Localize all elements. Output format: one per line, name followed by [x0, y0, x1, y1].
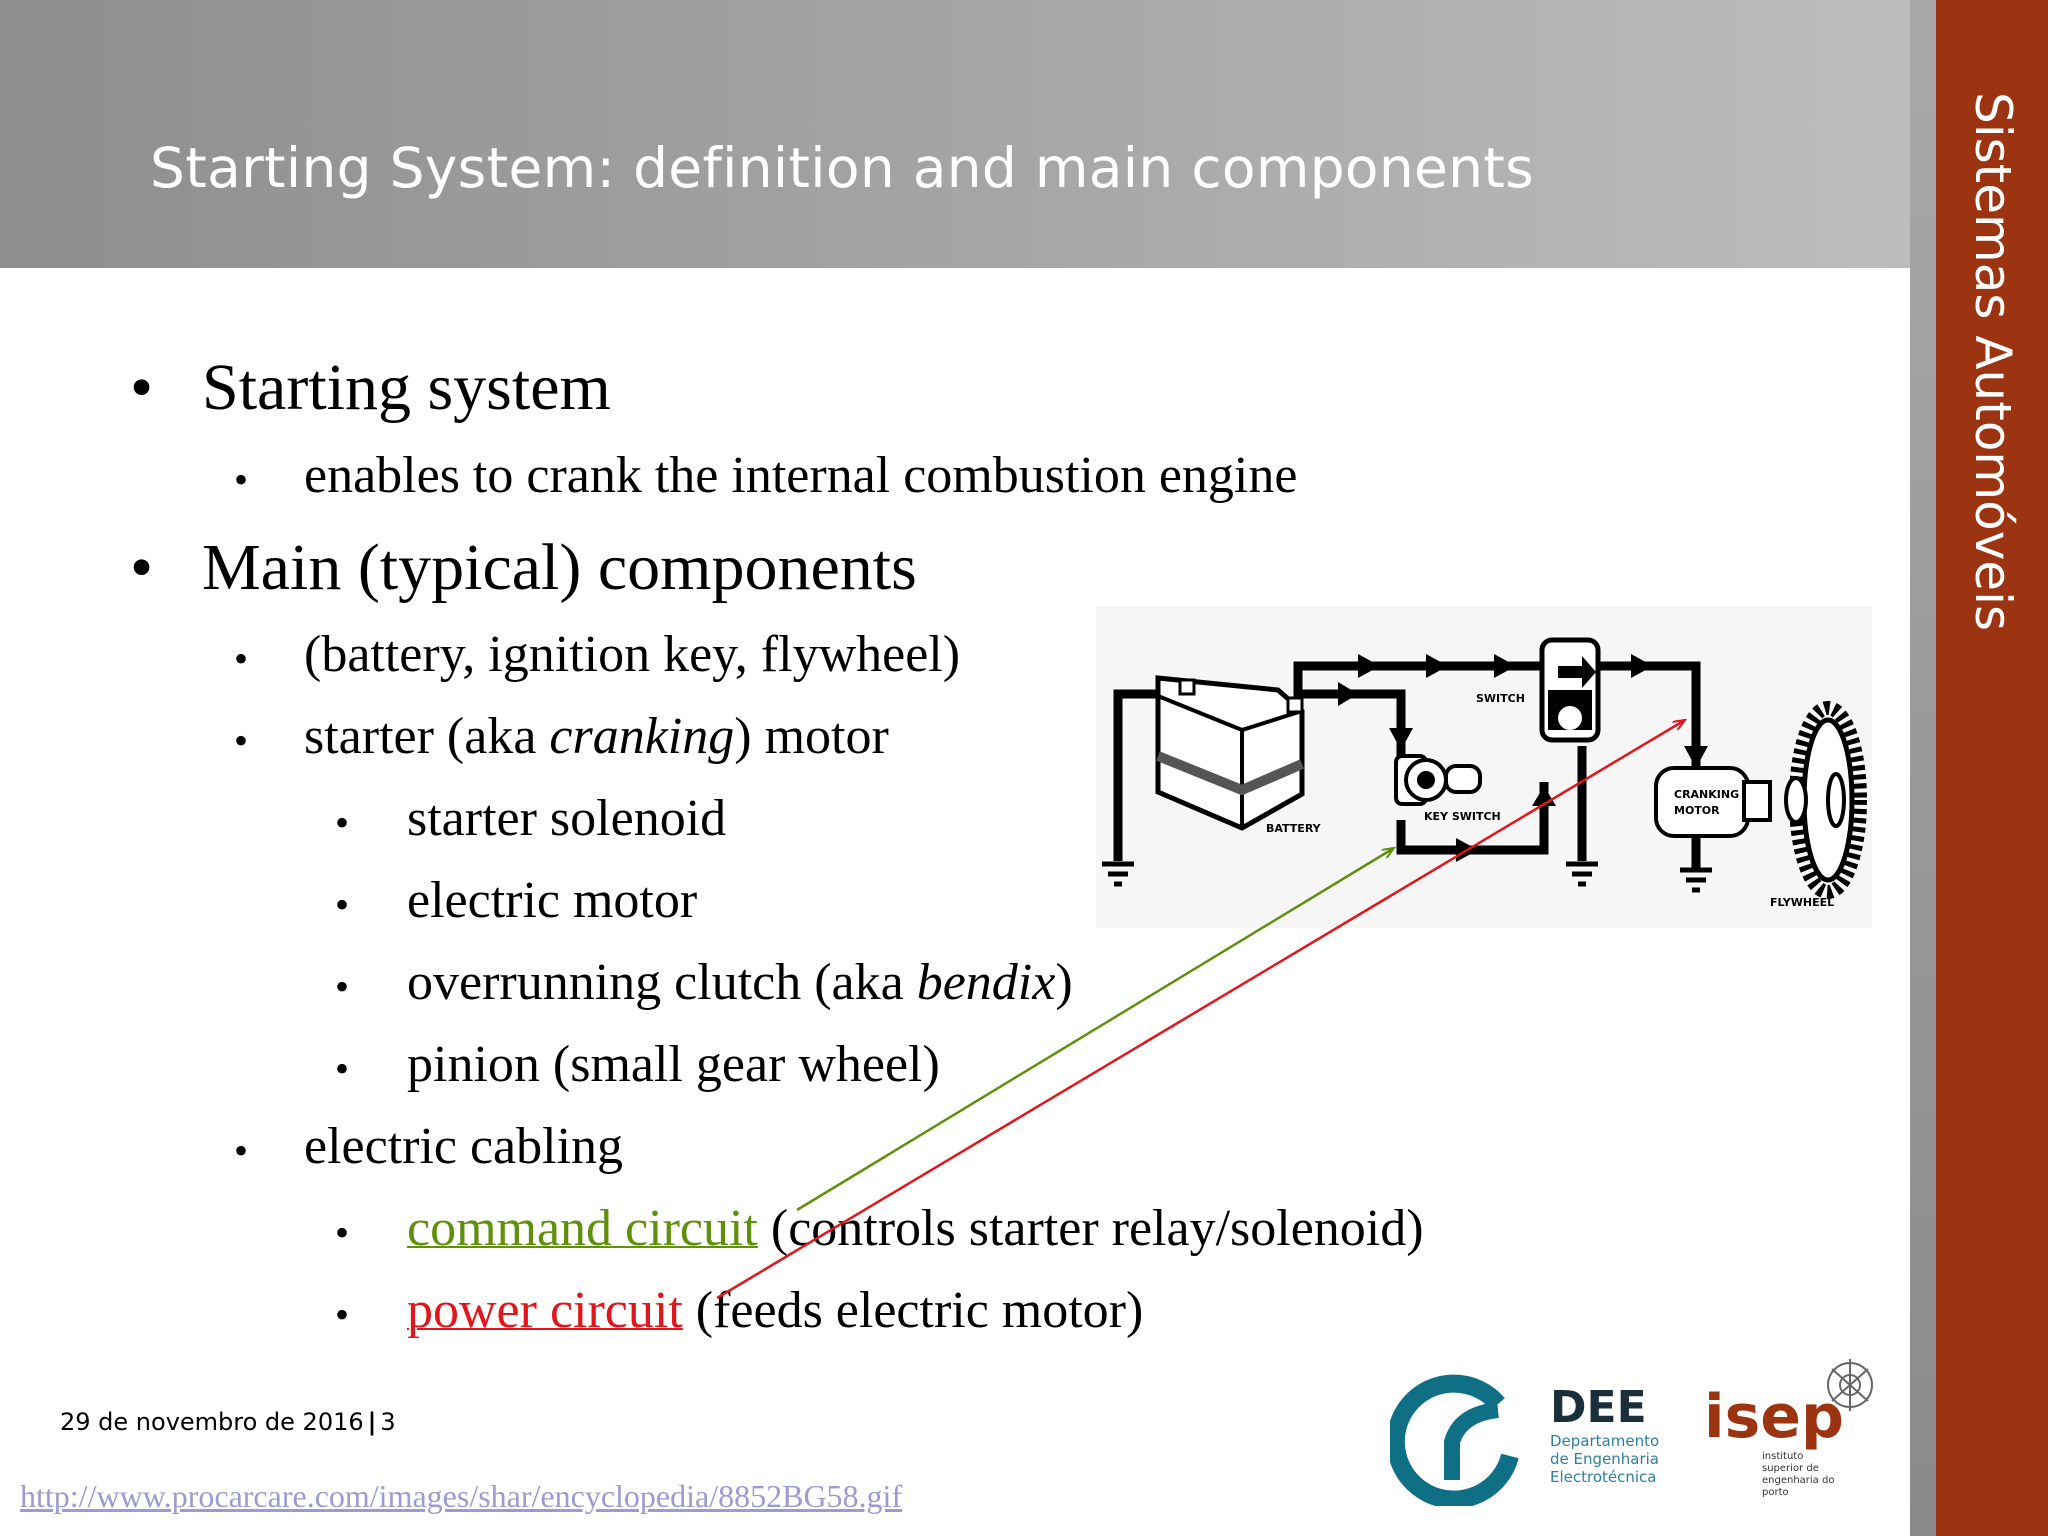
bullet-electric-motor: • electric motor: [335, 871, 698, 930]
bullet-starting-system: • Starting system: [130, 350, 611, 426]
bullet-text-rest: (feeds electric motor): [682, 1282, 1144, 1339]
source-url-link[interactable]: http://www.procarcare.com/images/shar/en…: [20, 1478, 903, 1514]
isep-logo: isep instituto superior de engenharia do…: [1704, 1359, 1873, 1498]
side-band: [1936, 0, 2048, 1536]
flywheel-icon: [1784, 701, 1867, 899]
starting-system-diagram: SWITCH KEY SWITCH BATTERY CRANKING MOTOR…: [1096, 606, 1872, 928]
isep-line-1: instituto: [1762, 1451, 1803, 1462]
bullet-main-components: • Main (typical) components: [130, 530, 917, 606]
bullet-text: (battery, ignition key, flywheel): [304, 626, 961, 683]
bullet-marker: •: [335, 1210, 350, 1255]
bullet-pinion: • pinion (small gear wheel): [335, 1035, 940, 1094]
isep-line-4: porto: [1762, 1487, 1789, 1498]
bullet-text-post: ) motor: [734, 708, 889, 765]
switch-solenoid-icon: [1539, 637, 1601, 743]
side-band-label: Sistemas Automóveis: [1964, 92, 2022, 632]
label-key-switch: KEY SWITCH: [1424, 810, 1501, 823]
bullet-electric-cabling: • electric cabling: [234, 1117, 624, 1176]
isep-line-2: superior de: [1762, 1463, 1819, 1474]
bullet-text: Main (typical) components: [202, 531, 917, 604]
footer-separator: |: [367, 1408, 377, 1436]
bullet-overrunning-clutch: • overrunning clutch (aka bendix): [335, 953, 1073, 1012]
bullet-marker: •: [335, 1292, 350, 1337]
bullet-text-pre: starter (aka: [304, 708, 550, 765]
bullet-text-post: ): [1055, 954, 1073, 1011]
bullet-marker: •: [234, 718, 249, 763]
bullet-starter-motor: • starter (aka cranking) motor: [234, 707, 889, 766]
slide-title: Starting System: definition and main com…: [150, 136, 1535, 200]
dee-line-2: de Engenharia: [1550, 1450, 1659, 1468]
label-switch: SWITCH: [1476, 692, 1525, 705]
label-battery: BATTERY: [1266, 822, 1322, 835]
footer-date: 29 de novembro de 2016|3: [60, 1408, 396, 1436]
bullet-text: electric cabling: [304, 1118, 624, 1175]
bullet-marker: •: [335, 882, 350, 927]
bullet-marker: •: [335, 964, 350, 1009]
label-motor: MOTOR: [1674, 804, 1720, 817]
dee-logo: DEE Departamento de Engenharia Electroté…: [1390, 1374, 1659, 1506]
title-bar: Starting System: definition and main com…: [0, 0, 1910, 268]
bullet-text-emphasis: cranking: [549, 708, 735, 765]
bullet-text-emphasis: bendix: [916, 954, 1056, 1011]
bullet-battery-key-flywheel: • (battery, ignition key, flywheel): [234, 625, 961, 684]
bullet-marker: •: [130, 351, 154, 424]
isep-line-3: engenharia do: [1762, 1475, 1834, 1486]
bullet-starter-solenoid: • starter solenoid: [335, 789, 727, 848]
isep-wordmark: isep: [1704, 1382, 1844, 1452]
power-circuit-link[interactable]: power circuit: [407, 1282, 683, 1339]
bullet-text: pinion (small gear wheel): [407, 1036, 940, 1093]
bullet-power-circuit: • power circuit (feeds electric motor): [335, 1281, 1144, 1340]
bullet-text: starter solenoid: [407, 790, 727, 847]
footer-date-text: 29 de novembro de 2016: [60, 1408, 364, 1436]
dee-line-1: Departamento: [1550, 1432, 1659, 1450]
bullet-marker: •: [234, 1128, 249, 1173]
bullet-enables-crank: • enables to crank the internal combusti…: [234, 446, 1298, 505]
dee-line-3: Electrotécnica: [1550, 1468, 1657, 1486]
bullet-marker: •: [234, 636, 249, 681]
bullet-text: enables to crank the internal combustion…: [304, 447, 1298, 504]
label-flywheel: FLYWHEEL: [1770, 896, 1834, 909]
bullet-text-rest: (controls starter relay/solenoid): [757, 1200, 1424, 1257]
dee-abbreviation: DEE: [1550, 1382, 1647, 1433]
page-number: 3: [380, 1408, 396, 1436]
bullet-text: Starting system: [202, 351, 611, 424]
bullet-marker: •: [234, 457, 249, 502]
bullet-text: electric motor: [407, 872, 698, 929]
dee-emblem-icon: [1390, 1374, 1519, 1506]
bullet-text-pre: overrunning clutch (aka: [407, 954, 917, 1011]
bullet-marker: •: [130, 531, 154, 604]
bullet-command-circuit: • command circuit (controls starter rela…: [335, 1199, 1424, 1258]
label-cranking: CRANKING: [1674, 788, 1739, 801]
bullet-marker: •: [335, 1046, 350, 1091]
bullet-marker: •: [335, 800, 350, 845]
command-circuit-link[interactable]: command circuit: [407, 1200, 758, 1257]
side-divider: [1910, 0, 1936, 1536]
isep-emblem-icon: [1827, 1359, 1873, 1411]
